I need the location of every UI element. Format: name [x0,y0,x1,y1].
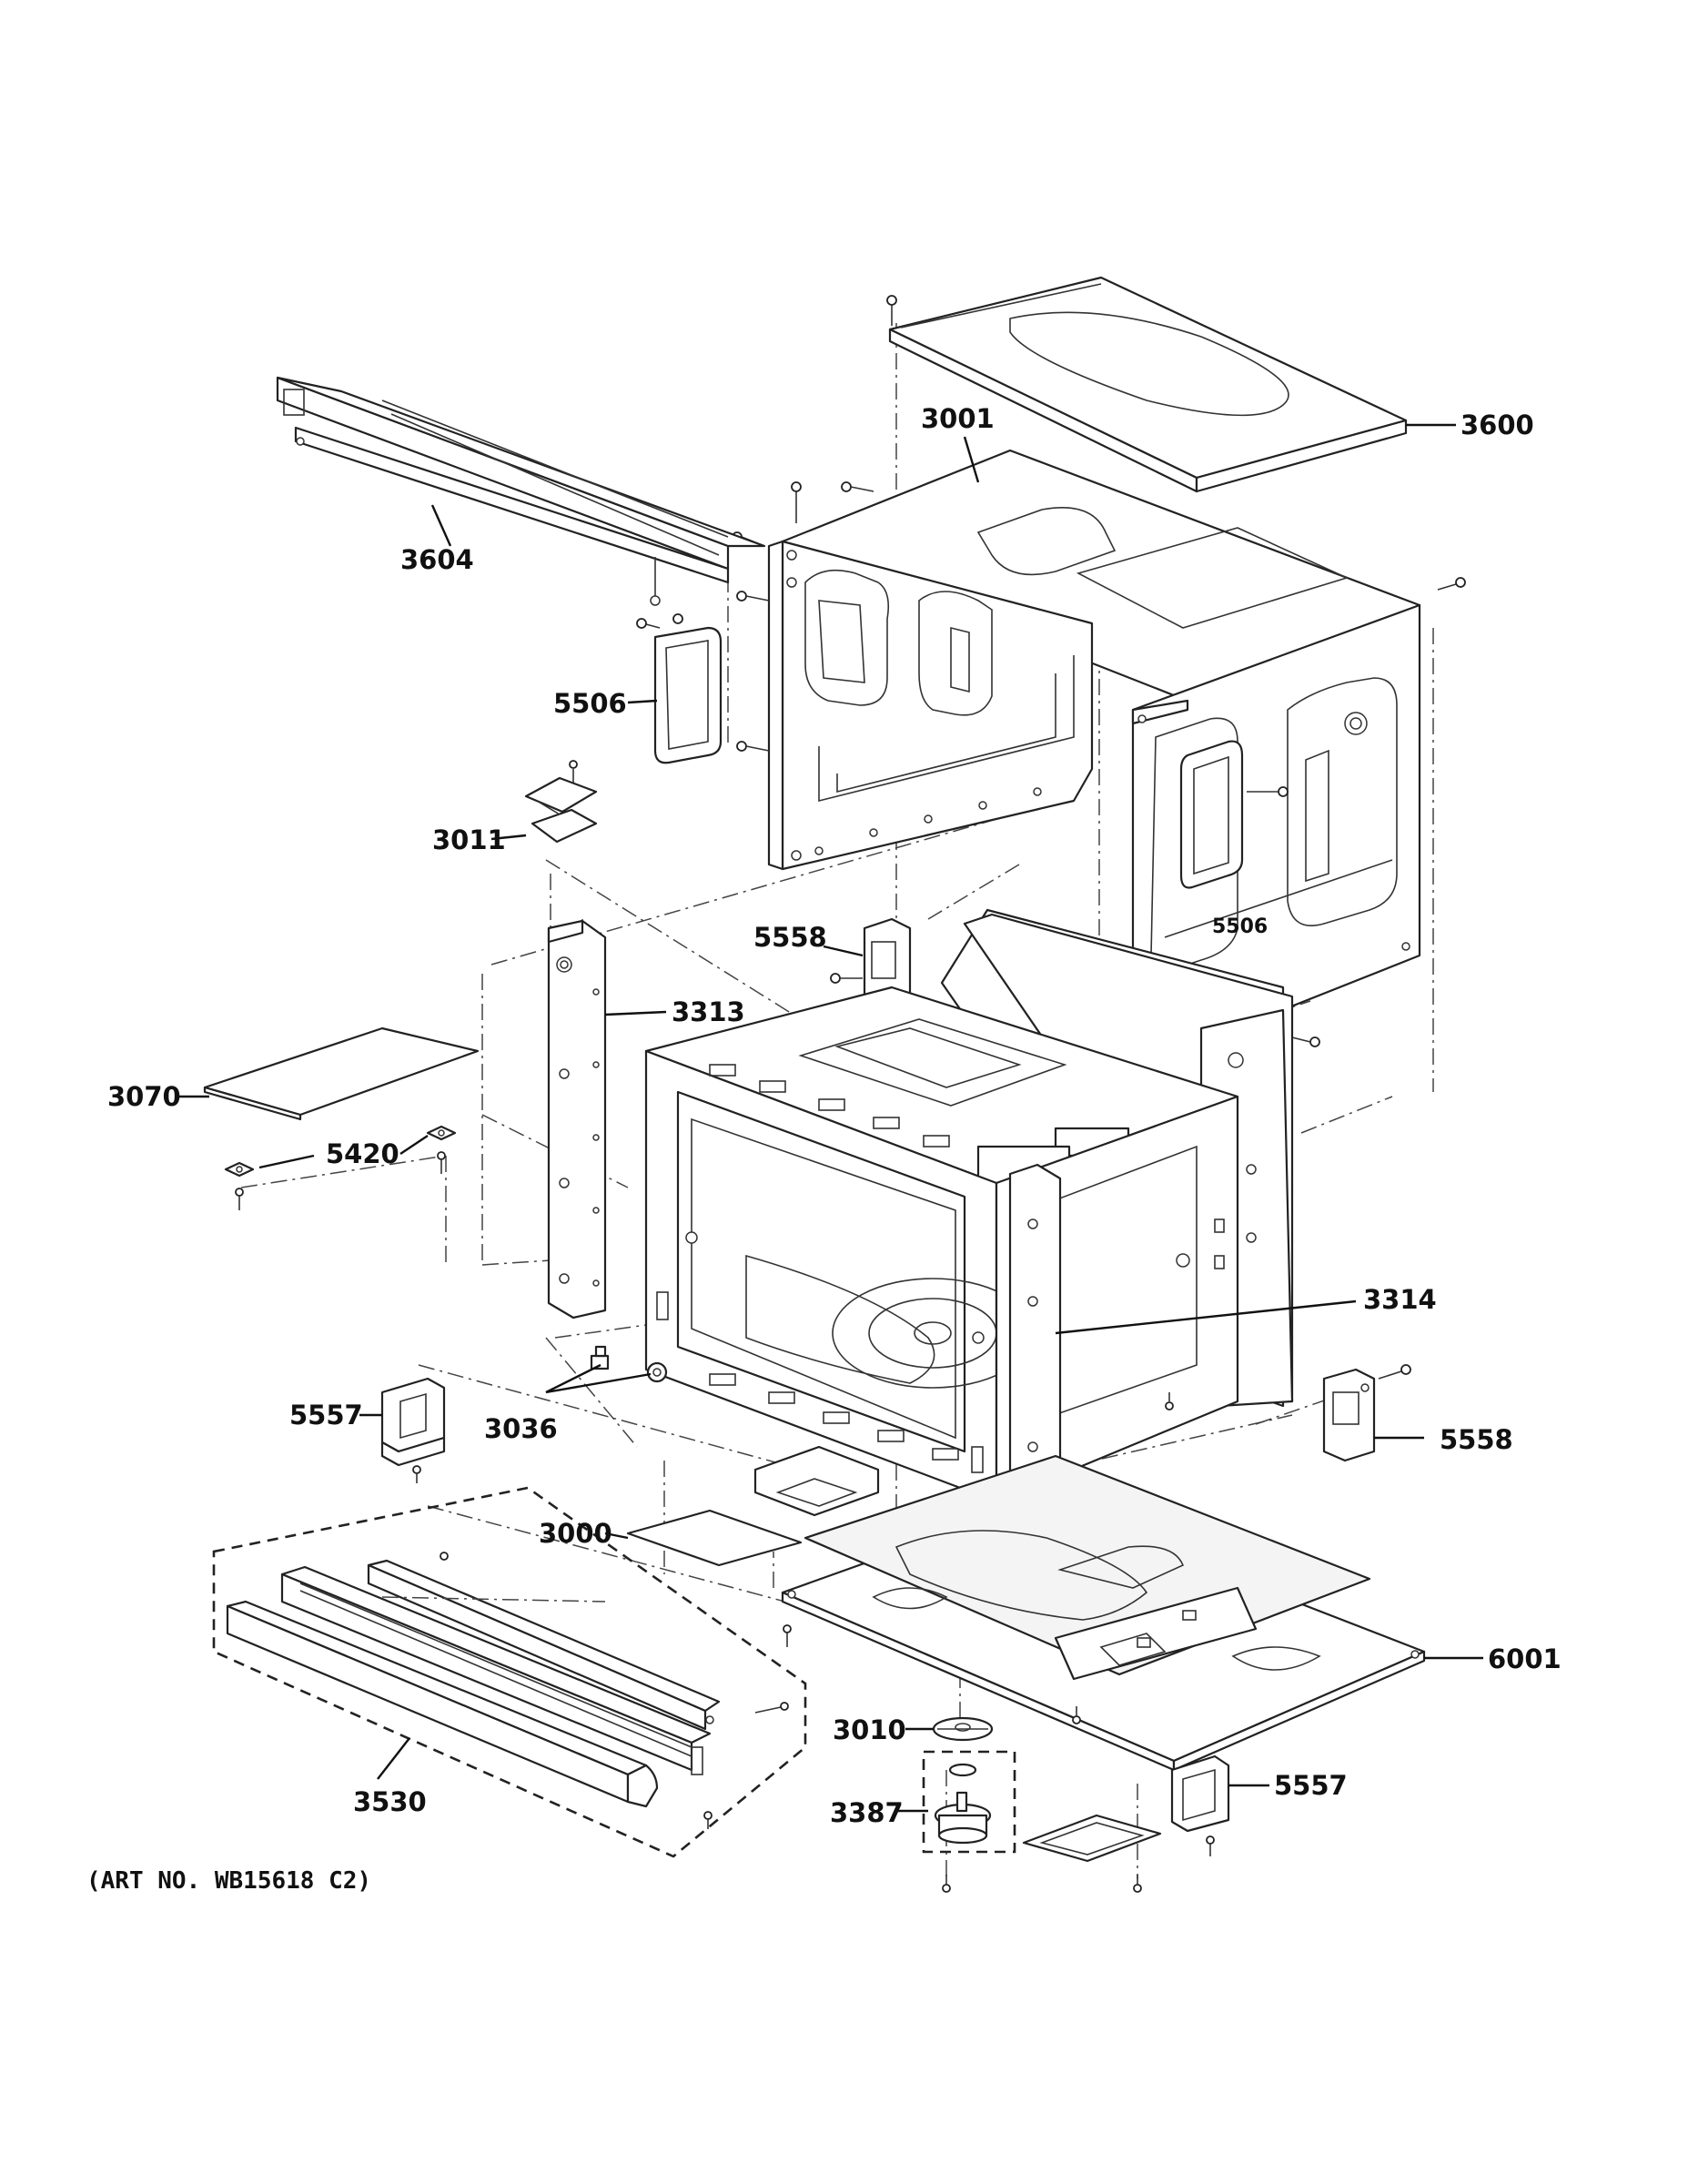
callout-3036: 3036 [484,1413,558,1444]
base-bracket-part [753,1445,880,1517]
callout-labels: 3600 3001 3604 5506 5506 3011 5558 3313 … [86,403,1562,1895]
plate-3011-part [524,760,598,844]
callout-3314: 3314 [1363,1284,1437,1315]
callout-3000: 3000 [539,1518,612,1549]
top-cover-part [886,276,1408,493]
callout-3011: 3011 [432,824,506,855]
clip-5420-part [224,1125,457,1210]
callout-5558-upper: 5558 [753,922,827,953]
bracket-5558-lower-part [1165,1364,1411,1462]
callout-5420: 5420 [326,1138,399,1169]
motor-3387-part [922,1750,1162,1893]
top-rail-part [276,376,766,606]
callout-3530: 3530 [353,1786,427,1817]
callout-3604: 3604 [400,544,474,575]
callout-3070: 3070 [107,1081,181,1112]
cover-3070-part [203,1026,480,1121]
bracket-5557-right-part [1170,1754,1230,1856]
gasket-right-part [1179,740,1289,889]
gasket-left-part [636,613,723,764]
callout-3001: 3001 [921,403,995,434]
callout-5506-left: 5506 [553,688,627,719]
callout-5557-left: 5557 [289,1400,363,1431]
leader-lines [175,423,1483,1813]
base-pan-6001-part [781,1454,1426,1772]
callout-3313: 3313 [672,996,745,1027]
art-number: (ART NO. WB15618 C2) [86,1867,371,1895]
callout-5557-right: 5557 [1274,1770,1348,1801]
callout-5506-right: 5506 [1212,915,1268,938]
plate-3000-part [626,1509,803,1567]
front-trim-3530-part [212,1486,807,1858]
callout-6001: 6001 [1488,1643,1562,1674]
callout-3010: 3010 [833,1714,906,1745]
callout-5558-lower: 5558 [1440,1424,1513,1455]
duct-3313-part [547,919,607,1320]
callout-3387: 3387 [830,1797,904,1828]
thermostat-3036-part [590,1345,668,1383]
bracket-5557-left-part [380,1377,446,1483]
callout-3600: 3600 [1461,410,1534,440]
turntable-3010-part [932,1716,994,1742]
outer-case-part [732,449,1466,1071]
